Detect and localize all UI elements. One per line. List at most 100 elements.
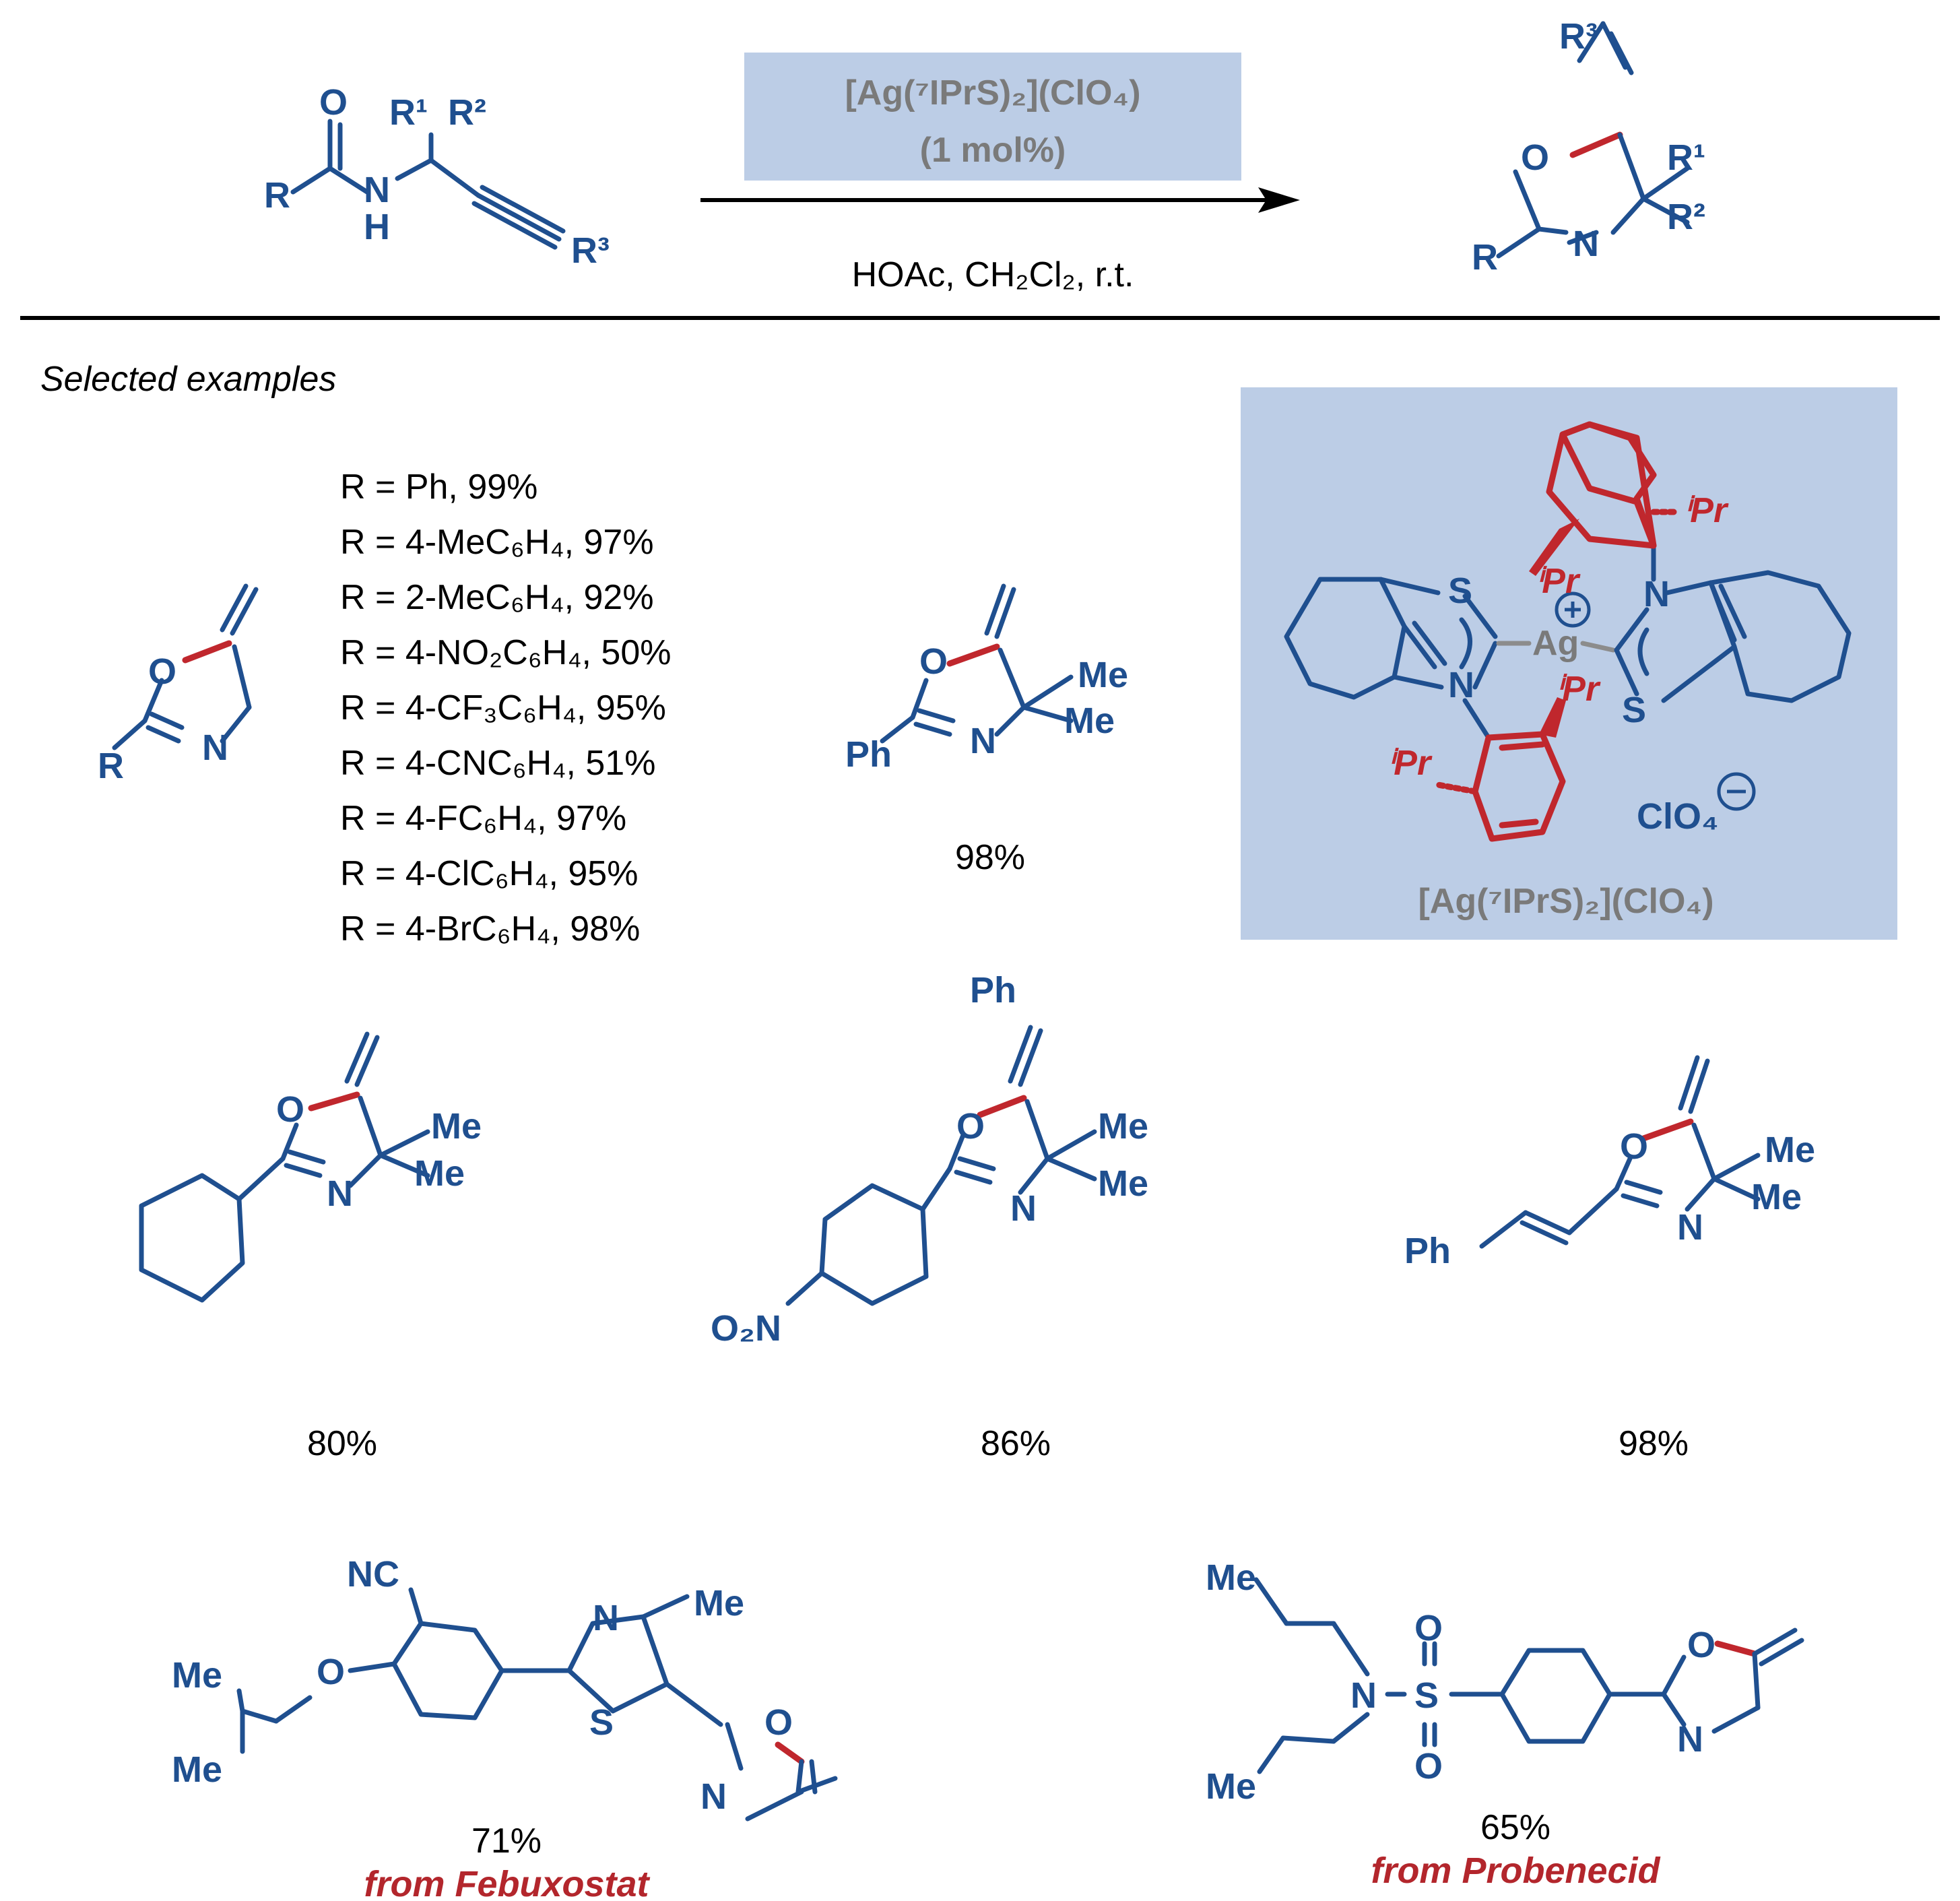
probe-o-label: O [1687,1625,1716,1665]
cat-ipr-label: ⁱPr [1684,491,1729,530]
generic-n-label: N [202,728,228,768]
cat-right-s-label: S [1622,690,1646,730]
catalyst-loading: (1 mol%) [920,131,1066,170]
ex3-me-label: Me [1098,1106,1148,1147]
product-n-label: N [1573,224,1599,264]
cat-ipr-label: ⁱPr [1536,562,1581,601]
ex2-o-label: O [276,1089,304,1130]
ex3-ph-label: Ph [970,970,1016,1010]
ex4-me-label: Me [1751,1177,1802,1217]
series-entry: R = 4-NO₂C₆H₄, 50% [340,633,672,672]
series-entry: R = 4-CF₃C₆H₄, 95% [340,688,666,728]
ex2-yield: 80% [307,1424,377,1463]
ex1-me-label: Me [1064,701,1115,741]
ex2-me-label: Me [414,1153,465,1194]
ex1-n-label: N [970,721,996,761]
series-entry: R = 4-CNC₆H₄, 51% [340,744,655,783]
probe-o-label: O [1414,1608,1443,1648]
product-o-label: O [1521,137,1549,178]
cat-ipr-label: ⁱPr [1387,744,1433,783]
generic-oxazoline-structure: O N R [98,583,259,786]
ex3-yield: 86% [981,1424,1051,1463]
product-r1-label: R¹ [1667,137,1705,178]
probe-yield: 65% [1480,1808,1550,1847]
example-febuxostat-structure: NC Me Me O N S Me O N [172,1554,838,1822]
febux-o-label: O [764,1702,793,1743]
cat-ag-label: Ag [1532,624,1579,663]
ex1-ph-label: Ph [845,734,892,775]
product-r-label: R [1472,237,1498,278]
cat-left-n-label: N [1448,665,1474,705]
generic-o-label: O [148,651,176,692]
ex4-ph-label: Ph [1404,1231,1451,1271]
febux-n-label: N [593,1598,619,1638]
series-entry: R = 4-ClC₆H₄, 95% [340,854,638,893]
example-cyclohexyl-structure: O N Me Me [139,1031,482,1303]
febux-source: from Febuxostat [364,1864,650,1901]
ex4-n-label: N [1677,1207,1703,1248]
reactant-propargylamide: R O N H R¹ R² R³ [264,82,610,271]
cat-ipr-label: ⁱPr [1556,670,1601,709]
ex3-me-label: Me [1098,1163,1148,1204]
selected-examples-heading: Selected examples [40,360,336,399]
example-dimethyl-phenyl-structure: O N Me Me Ph [845,583,1128,775]
probe-me-label: Me [1206,1766,1256,1807]
generic-r-label: R [98,746,124,786]
reactant-n-label: N [364,170,390,210]
series-entry: R = 2-MeC₆H₄, 92% [340,578,654,617]
catalyst-structure: S N Ag N S ⁱPr ⁱPr ⁱPr ⁱPr [1284,421,1852,842]
cat-counterion-label: ClO₄ [1637,796,1719,837]
catalyst-box [744,53,1241,181]
probe-o-label: O [1414,1746,1443,1786]
probe-me-label: Me [1206,1557,1256,1598]
series-entry: R = Ph, 99% [340,468,537,507]
ex4-yield: 98% [1619,1424,1689,1463]
negative-charge-icon [1717,772,1756,811]
reactant-r1-label: R¹ [389,92,428,133]
example-styryl-structure: O N Me Me Ph [1404,1055,1815,1271]
reactant-r3-label: R³ [571,230,610,271]
example-probenecid-structure: Me Me N S O O O N [1206,1557,1804,1807]
ex4-me-label: Me [1765,1130,1815,1170]
probe-s-label: S [1414,1675,1439,1716]
febux-cn-label: NC [347,1554,399,1594]
febux-yield: 71% [471,1822,542,1861]
product-r3-label: R³ [1559,16,1598,57]
ex1-me-label: Me [1078,655,1128,695]
series-entry: R = 4-FC₆H₄, 97% [340,799,626,838]
reactant-o-label: O [319,82,348,123]
ex3-n-label: N [1010,1188,1037,1229]
cat-left-s-label: S [1448,571,1472,611]
series-entry: R = 4-BrC₆H₄, 98% [340,909,640,948]
reactant-r2-label: R² [448,92,486,133]
ex3-o-label: O [956,1106,985,1147]
catalyst-structure-panel [1241,387,1897,940]
probe-source: from Probenecid [1371,1850,1660,1891]
reactant-r-label: R [264,175,290,216]
febux-n-label: N [700,1776,727,1817]
series-entry: R = 4-MeC₆H₄, 97% [340,523,654,562]
aryl-series-list: R = Ph, 99% R = 4-MeC₆H₄, 97% R = 2-MeC₆… [340,468,672,948]
febux-s-label: S [589,1702,614,1743]
probe-n-label: N [1350,1675,1377,1716]
febux-me-label: Me [172,1655,222,1696]
reactant-h-label: H [364,207,390,247]
positive-charge-icon [1555,591,1591,628]
febux-me-label: Me [172,1749,222,1790]
catalyst-label: [Ag(⁷IPrS)₂](ClO₄) [845,73,1140,112]
ex1-yield: 98% [955,838,1025,877]
febux-o-label: O [317,1652,345,1692]
febux-me-label: Me [694,1583,744,1623]
ex1-o-label: O [919,641,948,682]
probe-n-label: N [1677,1719,1703,1760]
reaction-arrowhead [1258,187,1300,213]
ex4-o-label: O [1620,1126,1648,1167]
ex2-me-label: Me [431,1106,482,1147]
ex3-no2-label: O₂N [711,1308,781,1349]
catalyst-caption: [Ag(⁷IPrS)₂](ClO₄) [1418,882,1713,921]
reaction-conditions: HOAc, CH₂Cl₂, r.t. [852,255,1134,294]
example-benzylidene-structure: Ph O N Me Me O₂N [711,970,1148,1349]
product-oxazoline: R³ O R¹ R² N R [1472,16,1705,278]
